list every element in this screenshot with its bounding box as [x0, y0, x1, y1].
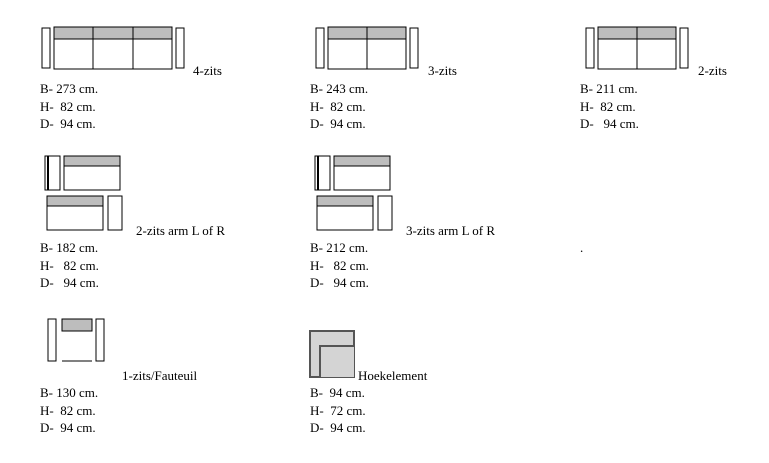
- width-value: B- 182 cm.: [40, 240, 99, 255]
- height-value: H- 82 cm.: [310, 257, 369, 273]
- width-value: B- 94 cm.: [310, 385, 365, 400]
- dimensions: B- 211 cm. H- 82 cm. D- 94 cm.: [580, 80, 639, 133]
- depth-value: D- 94 cm.: [40, 116, 96, 131]
- dimensions: B- 182 cm. H- 82 cm. D- 94 cm.: [40, 239, 99, 292]
- height-value: H- 82 cm.: [580, 98, 636, 114]
- item-name: 3-zits: [428, 63, 457, 78]
- sofa-3-seat-arm-icon: [314, 155, 393, 231]
- height-value: H- 72 cm.: [310, 402, 366, 418]
- sofa-2-seat-icon: [585, 26, 689, 70]
- height-value: H- 82 cm.: [310, 98, 366, 114]
- item-name: 2-zits: [698, 63, 727, 78]
- dimensions: B- 243 cm. H- 82 cm. D- 94 cm.: [310, 80, 368, 133]
- sofa-2-seat-arm-icon: [44, 155, 123, 231]
- depth-value: D- 94 cm.: [40, 275, 99, 290]
- width-value: B- 243 cm.: [310, 81, 369, 96]
- width-value: B- 211 cm.: [580, 81, 638, 96]
- width-value: B- 130 cm.: [40, 385, 99, 400]
- height-value: H- 82 cm.: [40, 98, 96, 114]
- depth-value: D- 94 cm.: [310, 116, 366, 131]
- corner-element-icon: [309, 330, 355, 378]
- dimensions: B- 212 cm. H- 82 cm. D- 94 cm.: [310, 239, 369, 292]
- dimensions: B- 273 cm. H- 82 cm. D- 94 cm.: [40, 80, 98, 133]
- dimensions: B- 130 cm. H- 82 cm. D- 94 cm.: [40, 384, 98, 437]
- item-name: 2-zits arm L of R: [136, 223, 226, 238]
- height-value: H- 82 cm.: [40, 257, 99, 273]
- item-name: 1-zits/Fauteuil: [122, 368, 198, 383]
- armchair-icon: [47, 318, 105, 362]
- depth-value: D- 94 cm.: [310, 275, 369, 290]
- depth-value: D- 94 cm.: [40, 420, 96, 435]
- stray-mark: .: [580, 240, 584, 255]
- depth-value: D- 94 cm.: [580, 116, 639, 131]
- item-name: 4-zits: [193, 63, 222, 78]
- depth-value: D- 94 cm.: [310, 420, 366, 435]
- sofa-3-seat-icon: [315, 26, 419, 70]
- width-value: B- 273 cm.: [40, 81, 99, 96]
- sofa-4-seat-icon: [41, 26, 185, 70]
- item-name: 3-zits arm L of R: [406, 223, 496, 238]
- dimensions: B- 94 cm. H- 72 cm. D- 94 cm.: [310, 384, 366, 437]
- height-value: H- 82 cm.: [40, 402, 96, 418]
- width-value: B- 212 cm.: [310, 240, 369, 255]
- item-name: Hoekelement: [358, 368, 428, 383]
